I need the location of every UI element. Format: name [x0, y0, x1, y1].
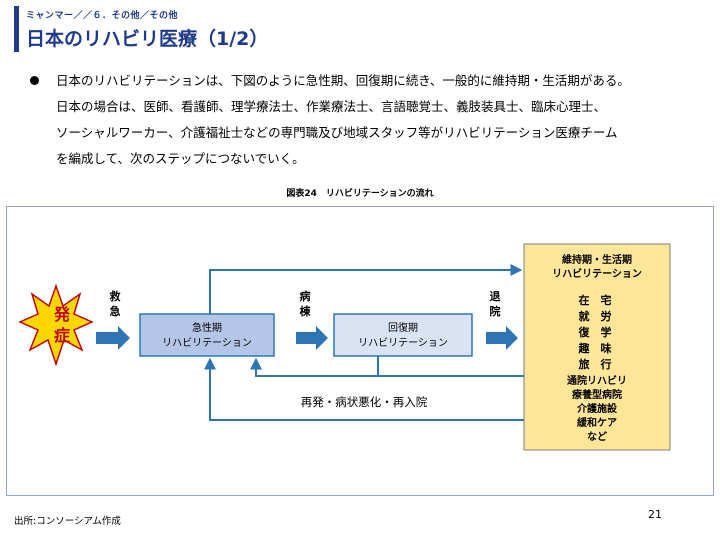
- ward-label: 棟: [300, 304, 312, 318]
- rehab-flow-diagram: 発 症 救 急 病 棟 退 院 急性期 リハビリテーション 回復期 リハビリテー…: [18, 243, 671, 451]
- breadcrumb: ミャンマー／／６．その他／その他: [26, 11, 179, 21]
- flow-arrow-line: [209, 264, 523, 314]
- place-label: 味: [601, 341, 612, 355]
- flow-arrow-line: [250, 357, 524, 377]
- onset-label: 発: [53, 305, 71, 324]
- maintenance-phase-title: 維持期・生活期: [562, 253, 632, 266]
- recovery-phase-label: リハビリテーション: [358, 337, 448, 349]
- maintenance-phase-box: [523, 243, 671, 451]
- recovery-phase-box: [333, 313, 473, 357]
- discharge-label: 退: [490, 289, 501, 303]
- diagram-frame: [6, 206, 714, 496]
- place-label: 行: [600, 357, 612, 371]
- place-label: 学: [601, 325, 612, 339]
- onset-label: 症: [54, 326, 70, 345]
- place-label: 旅: [579, 357, 590, 371]
- page-number: 21: [648, 508, 662, 521]
- acute-phase-label: 急性期: [192, 321, 222, 334]
- facility-label: 介護施設: [576, 402, 618, 415]
- maintenance-phase-title: リハビリテーション: [552, 267, 642, 280]
- title-accent-bar: [14, 6, 19, 52]
- facility-label: 緩和ケア: [577, 416, 617, 429]
- body-line: を編成して、次のステップにつないでいく。: [56, 151, 305, 166]
- body-line: ソーシャルワーカー、介護福祉士などの専門職及び地域スタッフ等がリハビリテーション…: [56, 125, 618, 140]
- source-note: 出所:コンソーシアム作成: [14, 516, 121, 527]
- place-label: 復: [578, 325, 591, 339]
- discharge-label: 院: [490, 304, 501, 318]
- ward-label: 病: [300, 289, 311, 303]
- body-paragraph: 日本のリハビリテーションは、下図のように急性期、回復期に続き、一般的に維持期・生…: [56, 68, 706, 172]
- acute-phase-label: リハビリテーション: [162, 337, 252, 349]
- place-label: 趣: [578, 341, 591, 355]
- facility-label: 通院リハビリ: [567, 374, 627, 387]
- facility-label: など: [587, 430, 607, 443]
- onset-burst-shape: [18, 283, 94, 367]
- bullet-icon: [30, 76, 39, 85]
- block-arrow-icon: [96, 326, 130, 350]
- emergency-label: 救: [110, 289, 121, 303]
- block-arrow-icon: [296, 326, 328, 350]
- place-label: 労: [601, 309, 612, 323]
- place-label: 就: [579, 309, 590, 323]
- page-title: 日本のリハビリ医療（1/2）: [26, 28, 269, 50]
- recovery-phase-label: 回復期: [388, 321, 418, 334]
- place-label: 在: [579, 293, 590, 307]
- flow-arrow-line: [204, 357, 524, 421]
- readmission-label: 再発・病状悪化・再入院: [301, 395, 428, 409]
- body-line: 日本のリハビリテーションは、下図のように急性期、回復期に続き、一般的に維持期・生…: [56, 73, 630, 88]
- emergency-label: 急: [110, 304, 121, 318]
- block-arrow-icon: [486, 326, 518, 350]
- facility-label: 療養型病院: [572, 388, 622, 401]
- body-line: 日本の場合は、医師、看護師、理学療法士、作業療法士、言語聴覚士、義肢装具士、臨床…: [56, 99, 607, 114]
- figure-caption: 図表24 リハビリテーションの流れ: [286, 189, 434, 199]
- acute-phase-box: [139, 313, 275, 357]
- place-label: 宅: [601, 293, 612, 307]
